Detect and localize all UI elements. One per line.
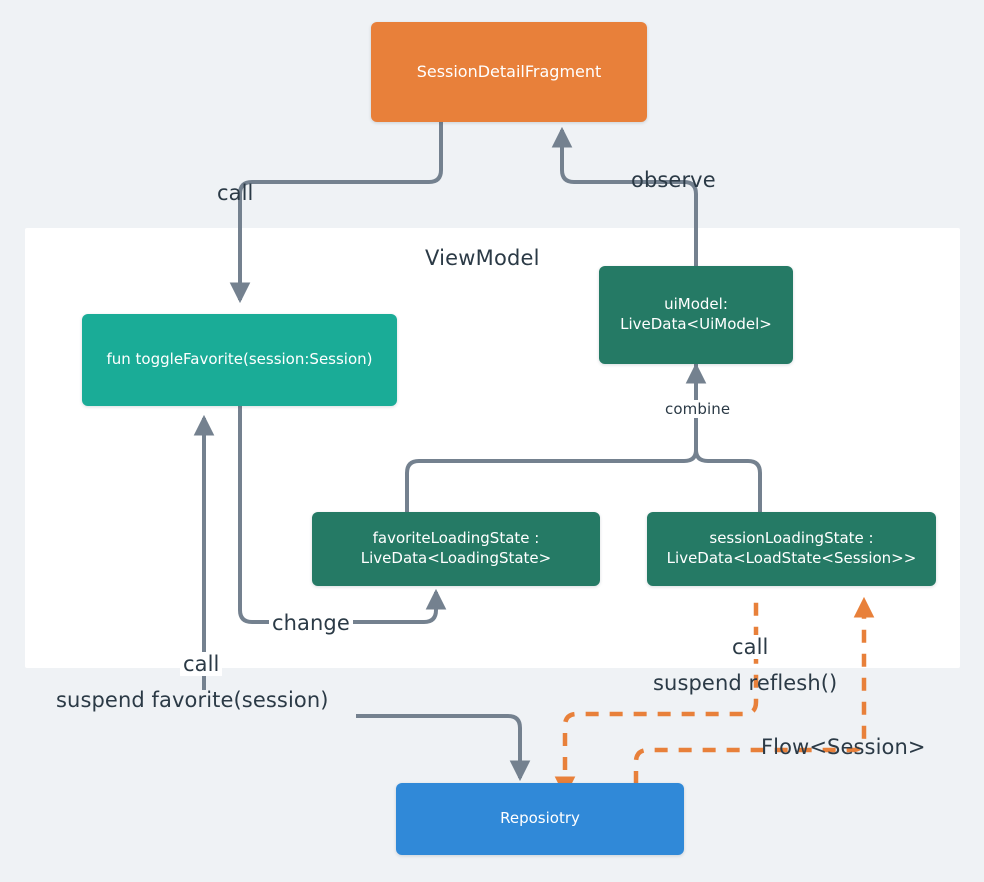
- edge-label-observe: observe: [631, 168, 716, 192]
- viewmodel-panel-title: ViewModel: [425, 246, 540, 270]
- edge-label-change: change: [269, 611, 353, 635]
- node-ui-model[interactable]: uiModel: LiveData<UiModel>: [599, 266, 793, 364]
- edge-label-suspend-reflesh: suspend reflesh(): [653, 671, 838, 695]
- node-favorite-loading-state[interactable]: favoriteLoadingState : LiveData<LoadingS…: [312, 512, 600, 586]
- edge-label-call-toggle-to-repository: call: [180, 652, 223, 676]
- node-label-line: fun toggleFavorite(session:Session): [106, 350, 373, 369]
- node-toggle-favorite[interactable]: fun toggleFavorite(session:Session): [82, 314, 397, 406]
- node-label-line: SessionDetailFragment: [416, 62, 602, 82]
- node-label-line-2: LiveData<LoadState<Session>>: [666, 549, 917, 567]
- viewmodel-panel: [25, 228, 960, 668]
- node-session-detail-fragment[interactable]: SessionDetailFragment: [371, 22, 647, 122]
- node-repository[interactable]: Reposiotry: [396, 783, 684, 855]
- edge-call-toggle-to-repository: [356, 714, 531, 782]
- node-label-line-2: LiveData<LoadingState>: [360, 549, 552, 567]
- edge-label-call-fragment-to-toggle: call: [217, 181, 254, 205]
- node-label-line-1: uiModel:: [664, 295, 728, 314]
- edge-label-combine: combine: [661, 400, 735, 418]
- edge-label-call-session-to-repository: call: [729, 635, 772, 659]
- node-label-line: Reposiotry: [500, 809, 580, 828]
- edge-label-suspend-favorite: suspend favorite(session): [56, 688, 329, 712]
- node-label-line-2: LiveData<UiModel>: [620, 315, 772, 333]
- edge-label-flow-session: Flow<Session>: [761, 735, 926, 759]
- node-label-line-1: sessionLoadingState :: [709, 529, 874, 548]
- node-label-line-1: favoriteLoadingState :: [372, 529, 540, 548]
- node-session-loading-state[interactable]: sessionLoadingState : LiveData<LoadState…: [647, 512, 936, 586]
